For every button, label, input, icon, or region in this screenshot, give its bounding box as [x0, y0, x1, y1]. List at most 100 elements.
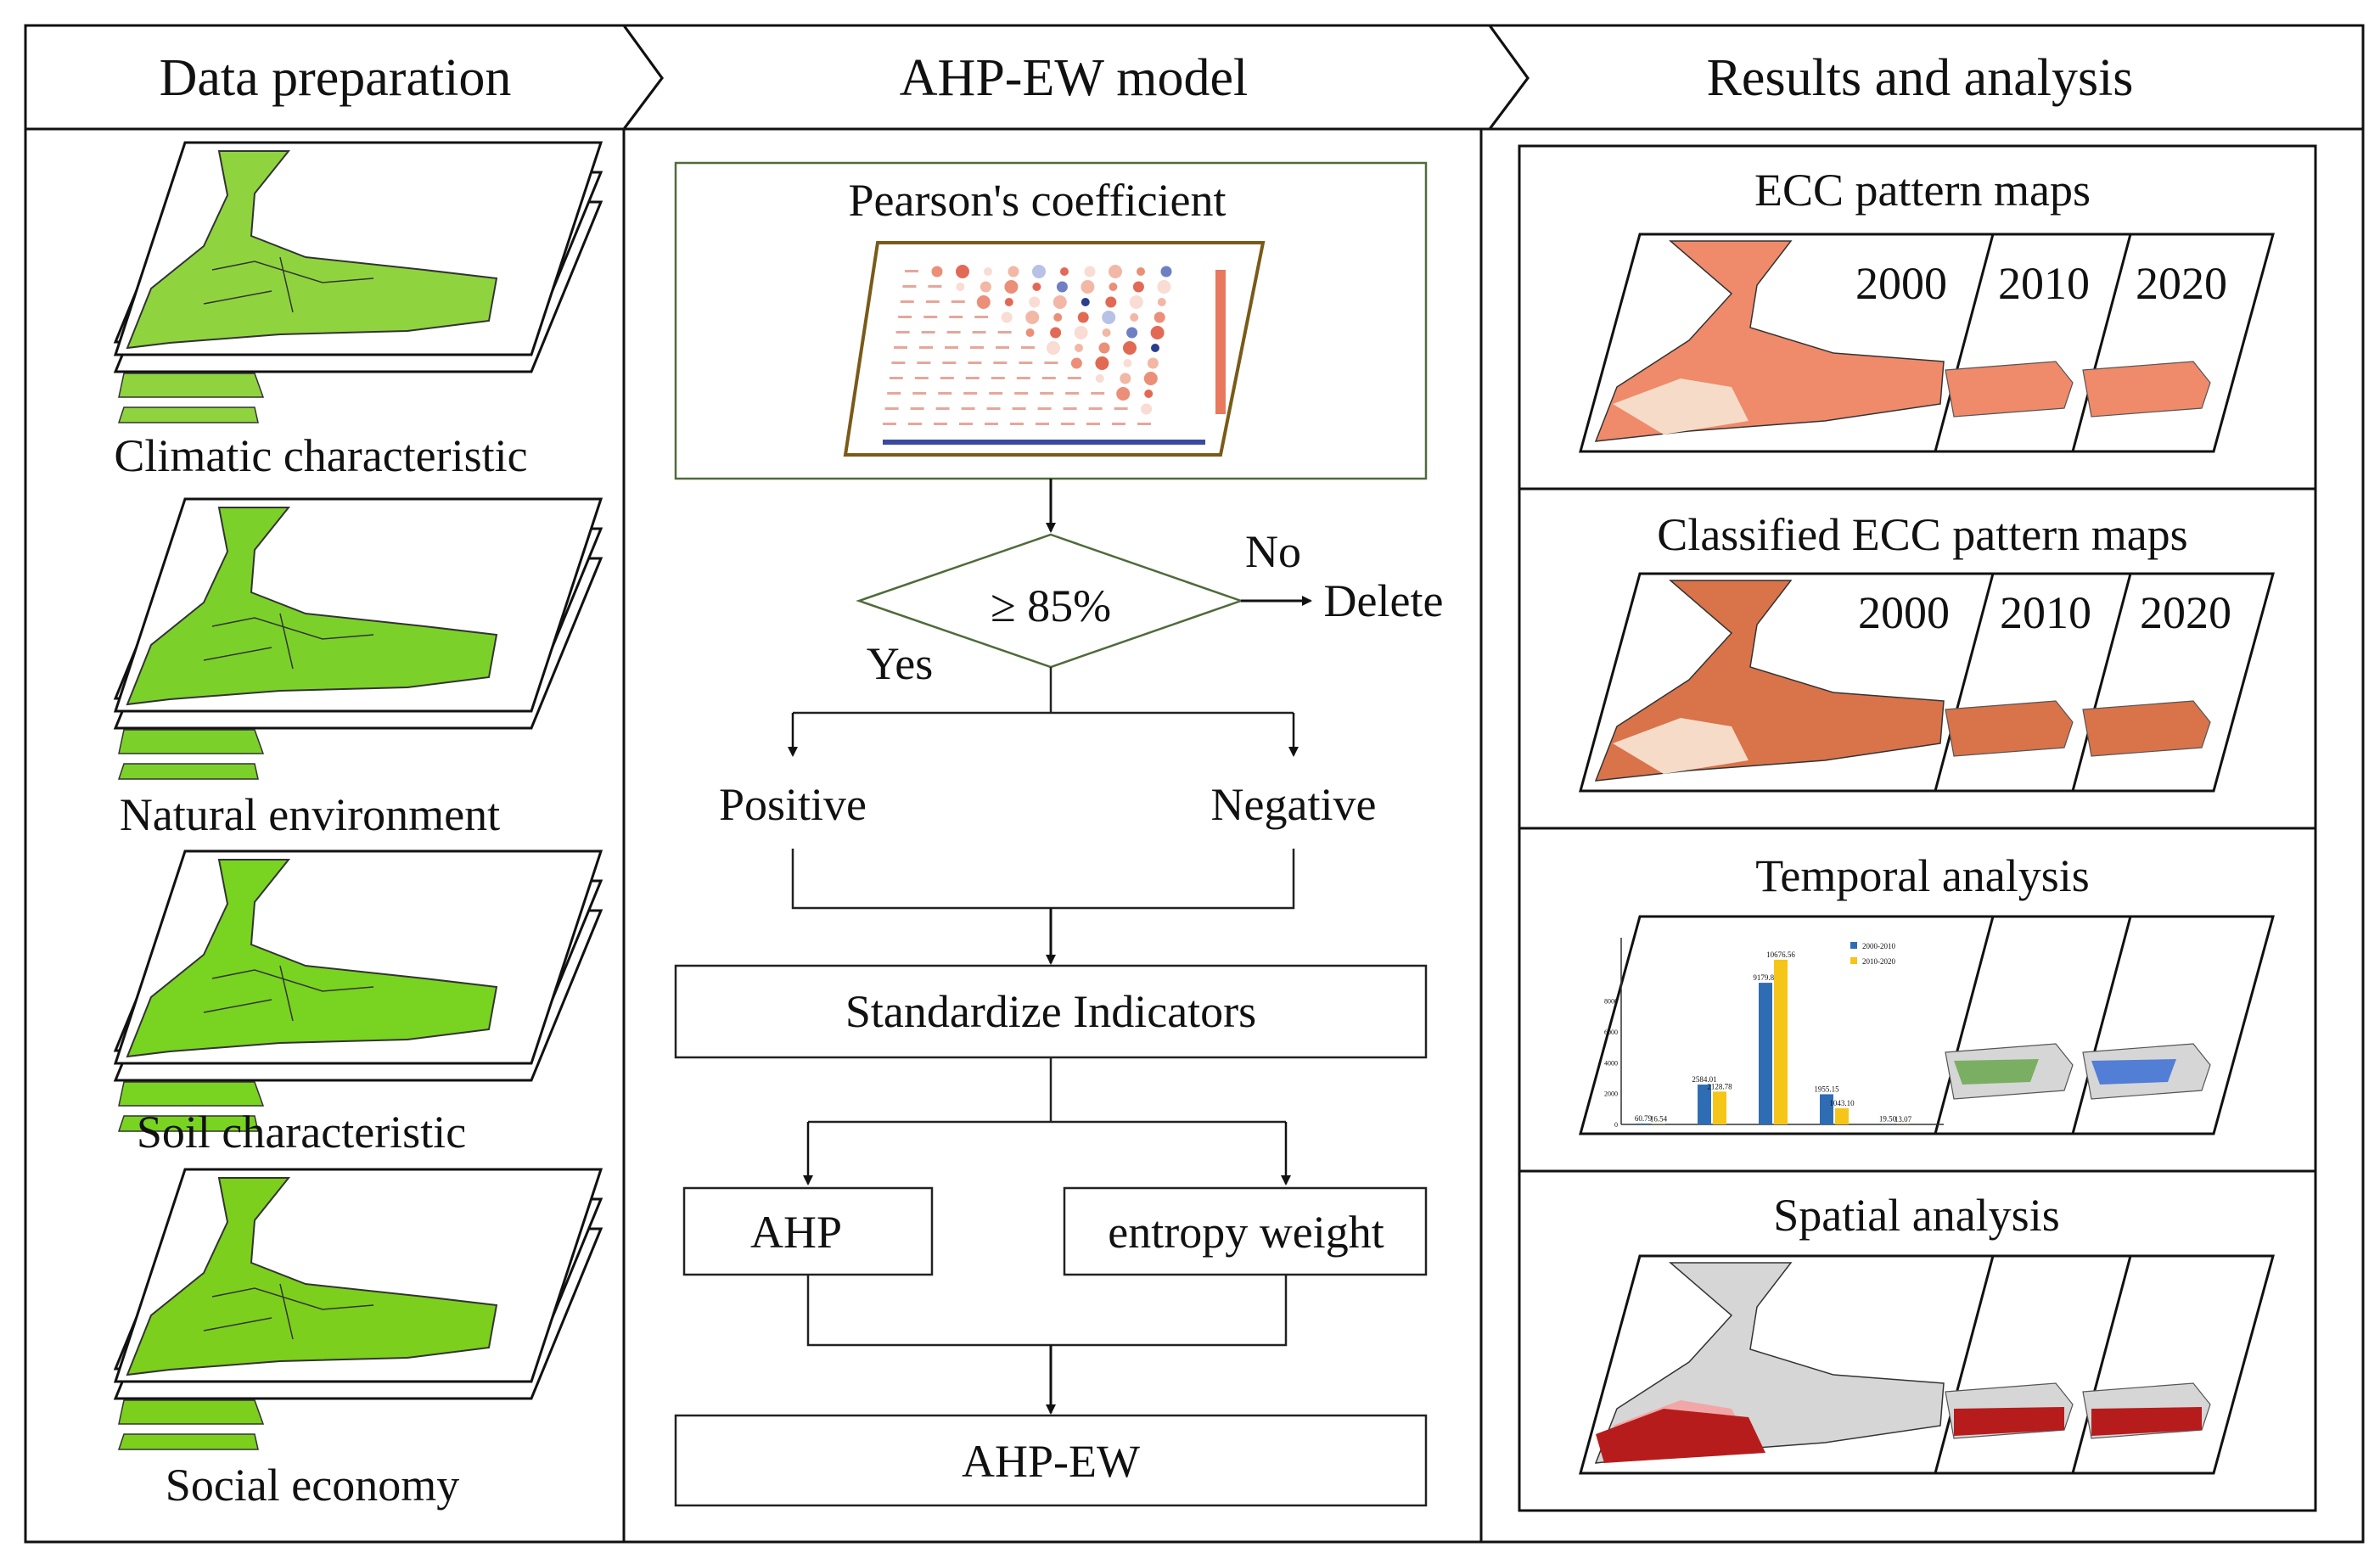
bar-data-label: 13.07	[1894, 1115, 1912, 1124]
bar-data-label: 60.79	[1635, 1114, 1653, 1123]
map-strip	[118, 729, 265, 754]
legend-swatch	[1850, 957, 1857, 964]
map-frame	[1579, 915, 2275, 1135]
correlation-cell	[1095, 356, 1109, 370]
correlation-value	[1044, 362, 1058, 364]
chart-y-tick: 0	[1614, 1121, 1618, 1129]
spatial-map-panel	[1579, 1254, 2275, 1475]
correlation-value	[928, 285, 942, 288]
correlation-cell	[1029, 296, 1041, 308]
correlation-value	[925, 300, 940, 303]
correlation-value	[1021, 346, 1035, 349]
correlation-value	[917, 362, 931, 364]
classified-map-panel	[1579, 572, 2275, 793]
map-strip	[118, 373, 265, 398]
correlation-value	[974, 316, 989, 318]
model-flowchart: Pearson's coefficient ≥ 85% No Delete Ye…	[674, 161, 1444, 1507]
correlation-cell	[1081, 298, 1090, 306]
ecc-year-2000: 2000	[1855, 258, 1947, 309]
legend-label: 2000-2010	[1862, 942, 1895, 950]
column-title-data-preparation: Data preparation	[160, 49, 512, 107]
correlation-cell	[1123, 341, 1137, 355]
correlation-value	[910, 407, 924, 410]
correlation-value	[972, 331, 986, 334]
correlation-value	[902, 285, 917, 288]
correlation-value	[891, 362, 906, 364]
correlation-cell	[1050, 327, 1062, 339]
entropy-weight-label: entropy weight	[1108, 1207, 1384, 1258]
legend-swatch	[1850, 942, 1857, 949]
correlation-cell	[1025, 311, 1040, 324]
bar-data-label: 1043.10	[1829, 1099, 1855, 1107]
correlation-cell	[1102, 328, 1111, 337]
region-boundaries	[203, 1283, 374, 1340]
classified-year-2010: 2010	[2000, 587, 2091, 638]
region-boundaries	[203, 613, 374, 670]
correlation-value	[949, 316, 963, 318]
region-map-2010	[1945, 361, 2074, 418]
correlation-cell	[1077, 311, 1089, 323]
correlation-cell	[1074, 326, 1088, 339]
map-divider	[1934, 916, 1995, 1135]
column-results-analysis	[1479, 127, 2365, 1544]
correlation-value	[889, 377, 903, 379]
correlation-value	[940, 377, 954, 379]
region-boundaries	[203, 965, 374, 1022]
correlation-value	[1061, 423, 1075, 425]
map-stack-1	[113, 141, 603, 423]
correlation-value	[945, 346, 958, 349]
correlation-value	[1088, 407, 1103, 410]
correlation-value	[905, 270, 918, 272]
correlation-value	[923, 316, 938, 318]
correlation-cell	[1070, 357, 1082, 369]
correlation-value	[951, 300, 965, 303]
region-map-2010	[1945, 700, 2074, 757]
region-boundaries	[203, 256, 374, 313]
stack-label-climatic: Climatic characteristic	[114, 430, 527, 481]
correlation-cell	[1056, 281, 1068, 293]
correlation-value	[935, 407, 950, 410]
correlation-value	[887, 392, 901, 395]
bar-2010-2020-3	[1774, 959, 1788, 1124]
region-map	[126, 507, 498, 706]
map-divider	[2071, 573, 2132, 792]
correlation-matrix-cells	[883, 265, 1205, 445]
bar-data-label: 10676.56	[1766, 950, 1795, 959]
correlation-cell	[1126, 327, 1138, 339]
correlation-cell	[1123, 359, 1132, 367]
correlation-value	[894, 346, 907, 349]
temporal-bar-chart: 0200040006000800060.7916.542584.012128.7…	[1604, 938, 1944, 1129]
correlation-cell	[956, 265, 969, 278]
correlation-cell	[1098, 342, 1110, 354]
correlation-cell	[1151, 344, 1159, 352]
correlation-cell	[1120, 373, 1131, 384]
correlation-value	[921, 331, 935, 334]
correlation-cell	[1032, 283, 1041, 291]
entropy-weight-box	[1063, 1186, 1428, 1276]
map-strip	[117, 406, 259, 423]
positive-label: Positive	[719, 779, 867, 830]
bar-2000-2010-4	[1820, 1094, 1833, 1124]
correlation-value	[986, 407, 1001, 410]
correlation-value	[1010, 423, 1024, 425]
delete-label: Delete	[1324, 575, 1444, 626]
correlation-value	[1091, 392, 1105, 395]
correlation-cell	[1047, 341, 1060, 355]
correlation-cell	[1132, 281, 1144, 293]
correlation-value	[895, 331, 910, 334]
correlation-value	[963, 392, 978, 395]
map-strip	[117, 1115, 259, 1132]
yes-label: Yes	[867, 638, 934, 689]
correlation-value	[961, 407, 975, 410]
correlation-value	[965, 377, 980, 379]
correlation-cell	[1081, 280, 1095, 294]
change-area	[2091, 1059, 2176, 1085]
correlation-cell	[931, 266, 943, 277]
negative-label: Negative	[1211, 779, 1377, 830]
hotspot-area	[2091, 1407, 2202, 1436]
bar-data-label: 16.54	[1650, 1115, 1668, 1124]
correlation-cell	[1004, 298, 1013, 306]
correlation-cell	[1052, 295, 1067, 309]
correlation-value	[946, 331, 961, 334]
